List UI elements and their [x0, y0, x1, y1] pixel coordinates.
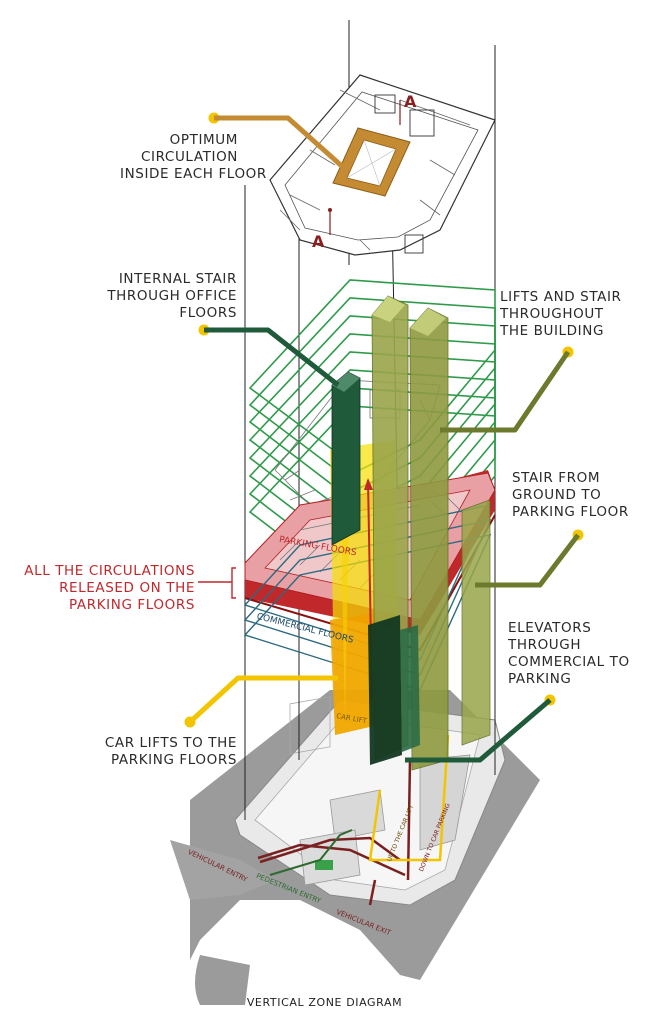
callout-line: PARKING FLOOR	[512, 504, 629, 520]
section-marker-bottom: A	[312, 232, 325, 251]
callout-line: STAIR FROM	[512, 470, 601, 486]
elevator-shaft	[368, 615, 420, 765]
callout-line: CAR LIFTS TO THE	[104, 735, 237, 751]
pedestrian-route	[269, 829, 353, 876]
callout-line: CIRCULATION	[141, 149, 238, 165]
leader-lifts-stair	[440, 346, 574, 433]
typical-floor-plan	[269, 74, 496, 256]
callout-line: ELEVATORS	[508, 620, 592, 636]
callout-line: GROUND TO	[512, 487, 602, 503]
callout-all-circulations: ALL THE CIRCULATIONS RELEASED ON THE PAR…	[0, 563, 195, 614]
callout-line: OPTIMUM	[169, 132, 238, 148]
callout-line: INSIDE EACH FLOOR	[120, 166, 267, 182]
callout-line: COMMERCIAL TO	[508, 654, 630, 670]
callout-stair-from-ground: STAIR FROM GROUND TO PARKING FLOOR	[512, 470, 629, 521]
callout-line: RELEASED ON THE	[59, 580, 195, 596]
diagram-caption: VERTICAL ZONE DIAGRAM	[246, 996, 403, 1009]
callout-line: ALL THE CIRCULATIONS	[24, 563, 195, 579]
callout-line: LIFTS AND STAIR	[500, 289, 622, 305]
callout-line: THROUGHOUT	[500, 306, 604, 322]
callout-car-lifts: CAR LIFTS TO THE PARKING FLOORS	[80, 735, 237, 769]
callout-line: THROUGH OFFICE	[107, 288, 237, 304]
callout-elevators: ELEVATORS THROUGH COMMERCIAL TO PARKING	[508, 620, 630, 688]
callout-line: PARKING FLOORS	[111, 752, 237, 768]
callout-optimum-circulation: OPTIMUM CIRCULATION INSIDE EACH FLOOR	[120, 132, 267, 183]
lift-stair-core	[371, 295, 491, 771]
leader-optimum	[208, 112, 346, 170]
callout-line: PARKING	[508, 671, 572, 687]
car-lift-route	[368, 734, 450, 862]
callout-line: FLOORS	[179, 305, 237, 321]
internal-stair	[331, 371, 361, 546]
callout-internal-stair: INTERNAL STAIR THROUGH OFFICE FLOORS	[85, 271, 237, 322]
callout-line: INTERNAL STAIR	[118, 271, 237, 287]
callout-line: THROUGH	[508, 637, 582, 653]
callout-line: PARKING FLOORS	[69, 597, 195, 613]
leader-internal-stair	[198, 324, 340, 387]
leader-car-lifts	[184, 675, 338, 728]
callout-line: THE BUILDING	[500, 323, 605, 339]
leader-all-circulations	[198, 567, 236, 599]
callout-lifts-and-stair: LIFTS AND STAIR THROUGHOUT THE BUILDING	[500, 289, 622, 340]
leader-stair-ground	[475, 529, 584, 588]
section-marker-top: A	[404, 92, 417, 111]
leader-elevators	[405, 694, 556, 763]
